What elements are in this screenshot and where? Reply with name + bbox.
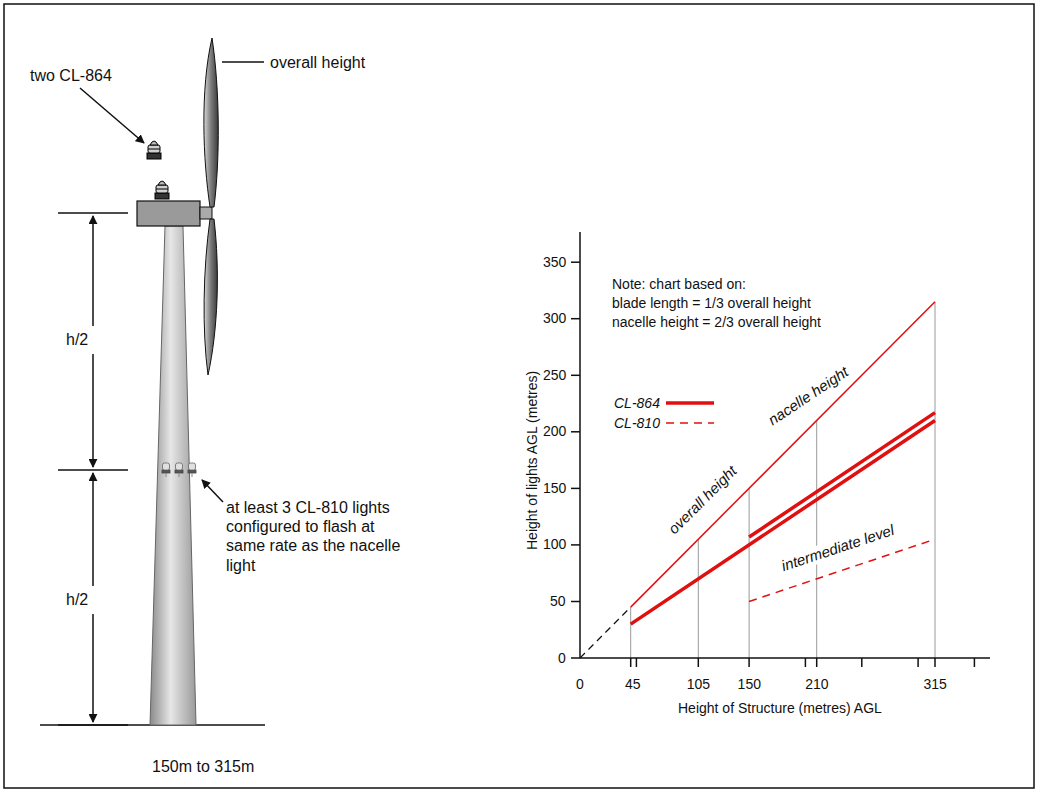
x-tick-label: 210 — [805, 676, 828, 693]
frame — [4, 4, 1034, 788]
legend-item: CL-810 — [614, 414, 716, 432]
series-label: nacelle height — [763, 362, 853, 431]
axis-title: Height of Structure (metres) AGL — [678, 700, 882, 717]
x-tick-label: 0 — [576, 676, 584, 693]
series-label: overall height — [663, 461, 742, 540]
y-tick-label: 100 — [543, 536, 566, 553]
legend-sample — [664, 394, 716, 412]
series-label: intermediate level — [777, 520, 898, 575]
y-tick-label: 0 — [558, 650, 566, 667]
legend-text: CL-864 — [614, 395, 664, 411]
y-tick-label: 50 — [550, 593, 566, 610]
y-tick-label: 250 — [543, 367, 566, 384]
dimension-label: h/2 — [66, 590, 88, 609]
legend-text: CL-810 — [614, 415, 664, 431]
y-tick-label: 200 — [543, 423, 566, 440]
leader-lines — [58, 62, 264, 725]
axis-title: Height of lights AGL (metres) — [524, 368, 541, 551]
height-range: 150m to 315m — [152, 757, 254, 776]
callout-note: at least 3 CL-810 lights configured to f… — [226, 498, 406, 575]
legend-line — [666, 401, 714, 405]
dimension-label: h/2 — [66, 330, 88, 349]
y-tick-label: 150 — [543, 480, 566, 497]
x-tick-label: 150 — [738, 676, 761, 693]
legend-sample — [664, 414, 716, 432]
x-tick-label: 315 — [924, 676, 947, 693]
y-tick-label: 350 — [543, 254, 566, 271]
chart-note: nacelle height = 2/3 overall height — [612, 314, 821, 331]
callout-label: two CL-864 — [30, 66, 112, 85]
x-tick-label: 45 — [625, 676, 641, 693]
y-tick-label: 300 — [543, 310, 566, 327]
chart-note: Note: chart based on: — [612, 276, 746, 293]
x-tick-label: 105 — [687, 676, 710, 693]
legend-line — [666, 422, 714, 424]
legend-item: CL-864 — [614, 394, 716, 412]
chart — [571, 232, 990, 667]
wind-turbine — [40, 38, 265, 725]
chart-note: blade length = 1/3 overall height — [612, 295, 811, 312]
line-label: overall height — [270, 53, 365, 72]
